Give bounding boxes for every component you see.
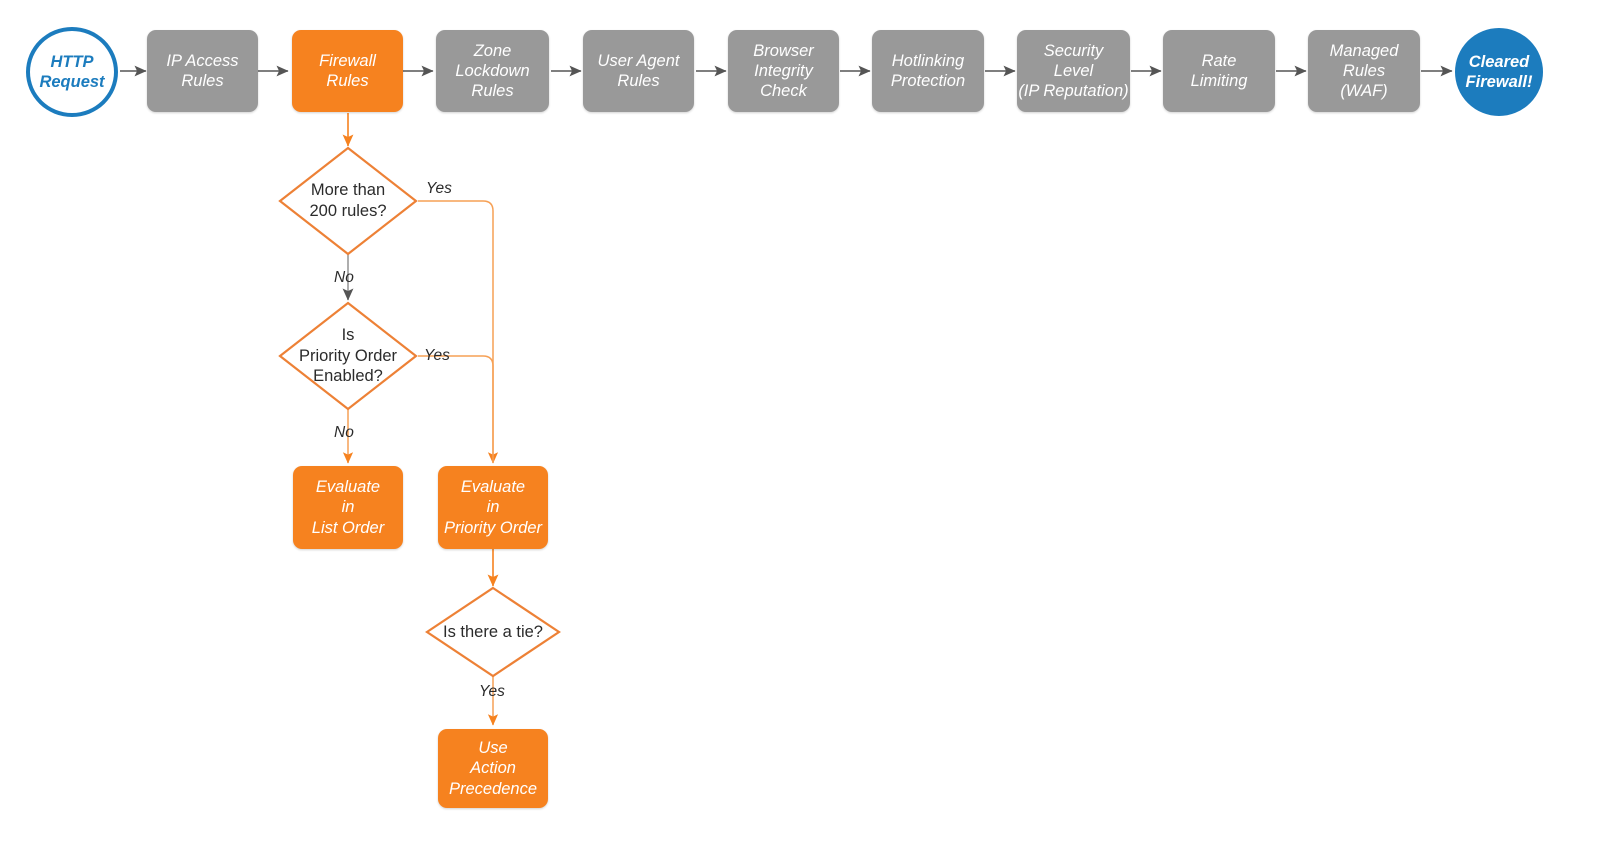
line: Security xyxy=(1043,41,1104,60)
line: Priority Order xyxy=(443,518,543,537)
node-ip-access-rules-label: IP Access Rules xyxy=(166,51,238,91)
line: List Order xyxy=(311,518,385,537)
line: Protection xyxy=(890,72,966,90)
node-firewall-rules[interactable]: Firewall Rules xyxy=(292,30,403,112)
line: Hotlinking xyxy=(891,51,965,70)
node-hotlinking-protection-label: Hotlinking Protection xyxy=(891,51,965,91)
edge-label-yes-rule-count: Yes xyxy=(426,180,452,197)
node-cleared-firewall-label: Cleared Firewall! xyxy=(1466,52,1533,92)
line: Browser xyxy=(753,41,814,60)
line: Firewall! xyxy=(1465,73,1533,91)
node-evaluate-in-list-order[interactable]: Evaluate in List Order xyxy=(293,466,403,549)
node-http-request-label: HTTP Request xyxy=(39,52,105,91)
edge-rulecount-yes-to-priority-order xyxy=(418,200,499,464)
node-use-action-precedence[interactable]: Use Action Precedence xyxy=(438,729,548,808)
line: Use xyxy=(478,739,508,758)
line: Is xyxy=(341,326,355,345)
line: User Agent xyxy=(597,51,680,70)
diamond-shape xyxy=(278,146,418,256)
line: Limiting xyxy=(1190,72,1248,90)
edge-label-no-priority-order: No xyxy=(334,424,354,441)
node-user-agent-rules-label: User Agent Rules xyxy=(598,51,680,91)
node-firewall-rules-label: Firewall Rules xyxy=(319,51,376,91)
line: Rules xyxy=(471,82,514,101)
line: Action xyxy=(470,759,516,778)
diamond-shape xyxy=(278,301,418,411)
line: in xyxy=(341,498,355,517)
line: Enabled? xyxy=(313,367,383,386)
line: Evaluate xyxy=(460,478,526,497)
line: Check xyxy=(760,82,807,101)
line: More than xyxy=(310,181,386,200)
node-security-level-label: Security Level (IP Reputation) xyxy=(1018,41,1128,101)
line: 200 rules? xyxy=(309,202,387,220)
diamond-shape xyxy=(425,586,561,678)
node-zone-lockdown-rules-label: Zone Lockdown Rules xyxy=(455,41,529,101)
node-evaluate-in-priority-order-label: Evaluate in Priority Order xyxy=(444,477,542,537)
node-browser-integrity-check[interactable]: Browser Integrity Check xyxy=(728,30,839,112)
line: Cleared xyxy=(1468,52,1530,71)
node-ip-access-rules[interactable]: IP Access Rules xyxy=(147,30,258,112)
node-use-action-precedence-label: Use Action Precedence xyxy=(449,738,537,798)
edge-label-no-rule-count: No xyxy=(334,269,354,286)
line: Rules xyxy=(326,72,369,90)
node-security-level[interactable]: Security Level (IP Reputation) xyxy=(1017,30,1130,112)
node-evaluate-in-priority-order[interactable]: Evaluate in Priority Order xyxy=(438,466,548,549)
node-evaluate-in-list-order-label: Evaluate in List Order xyxy=(312,477,384,537)
line: Integrity xyxy=(754,61,813,80)
line: in xyxy=(486,498,500,517)
decision-more-than-200-rules-label: More than 200 rules? xyxy=(278,146,418,256)
edge-label-yes-tie: Yes xyxy=(479,683,505,700)
line: Managed xyxy=(1329,41,1399,60)
node-browser-integrity-check-label: Browser Integrity Check xyxy=(753,41,814,101)
decision-is-priority-order-enabled[interactable]: Is Priority Order Enabled? xyxy=(278,301,418,411)
line: Level xyxy=(1053,61,1094,80)
line: Rules xyxy=(617,72,660,90)
node-managed-rules-waf[interactable]: Managed Rules (WAF) xyxy=(1308,30,1420,112)
line: Zone xyxy=(473,41,512,60)
node-zone-lockdown-rules[interactable]: Zone Lockdown Rules xyxy=(436,30,549,112)
node-http-request[interactable]: HTTP Request xyxy=(26,27,118,117)
node-cleared-firewall[interactable]: Cleared Firewall! xyxy=(1455,28,1543,116)
line: Priority Order xyxy=(298,346,398,365)
node-rate-limiting[interactable]: Rate Limiting xyxy=(1163,30,1275,112)
line: Lockdown xyxy=(455,61,530,80)
edge-label-yes-priority-order: Yes xyxy=(424,347,450,364)
line: IP Access xyxy=(166,51,239,70)
line: (WAF) xyxy=(1340,82,1388,101)
node-hotlinking-protection[interactable]: Hotlinking Protection xyxy=(872,30,984,112)
decision-more-than-200-rules[interactable]: More than 200 rules? xyxy=(278,146,418,256)
line: Rules xyxy=(1342,61,1386,80)
line: Firewall xyxy=(319,51,376,70)
node-managed-rules-waf-label: Managed Rules (WAF) xyxy=(1330,41,1399,101)
decision-is-there-a-tie[interactable]: Is there a tie? xyxy=(425,586,561,678)
node-user-agent-rules[interactable]: User Agent Rules xyxy=(583,30,694,112)
line: Evaluate xyxy=(315,478,381,497)
line: (IP Reputation) xyxy=(1018,82,1129,101)
line: Precedence xyxy=(448,779,538,798)
line: Is there a tie? xyxy=(443,622,543,641)
node-rate-limiting-label: Rate Limiting xyxy=(1191,51,1248,91)
line: Rate xyxy=(1201,51,1237,70)
edge-priority-yes-to-priority-order xyxy=(418,355,494,463)
decision-is-there-a-tie-label: Is there a tie? xyxy=(425,586,561,678)
decision-is-priority-order-enabled-label: Is Priority Order Enabled? xyxy=(278,301,418,411)
line: Rules xyxy=(181,72,224,90)
